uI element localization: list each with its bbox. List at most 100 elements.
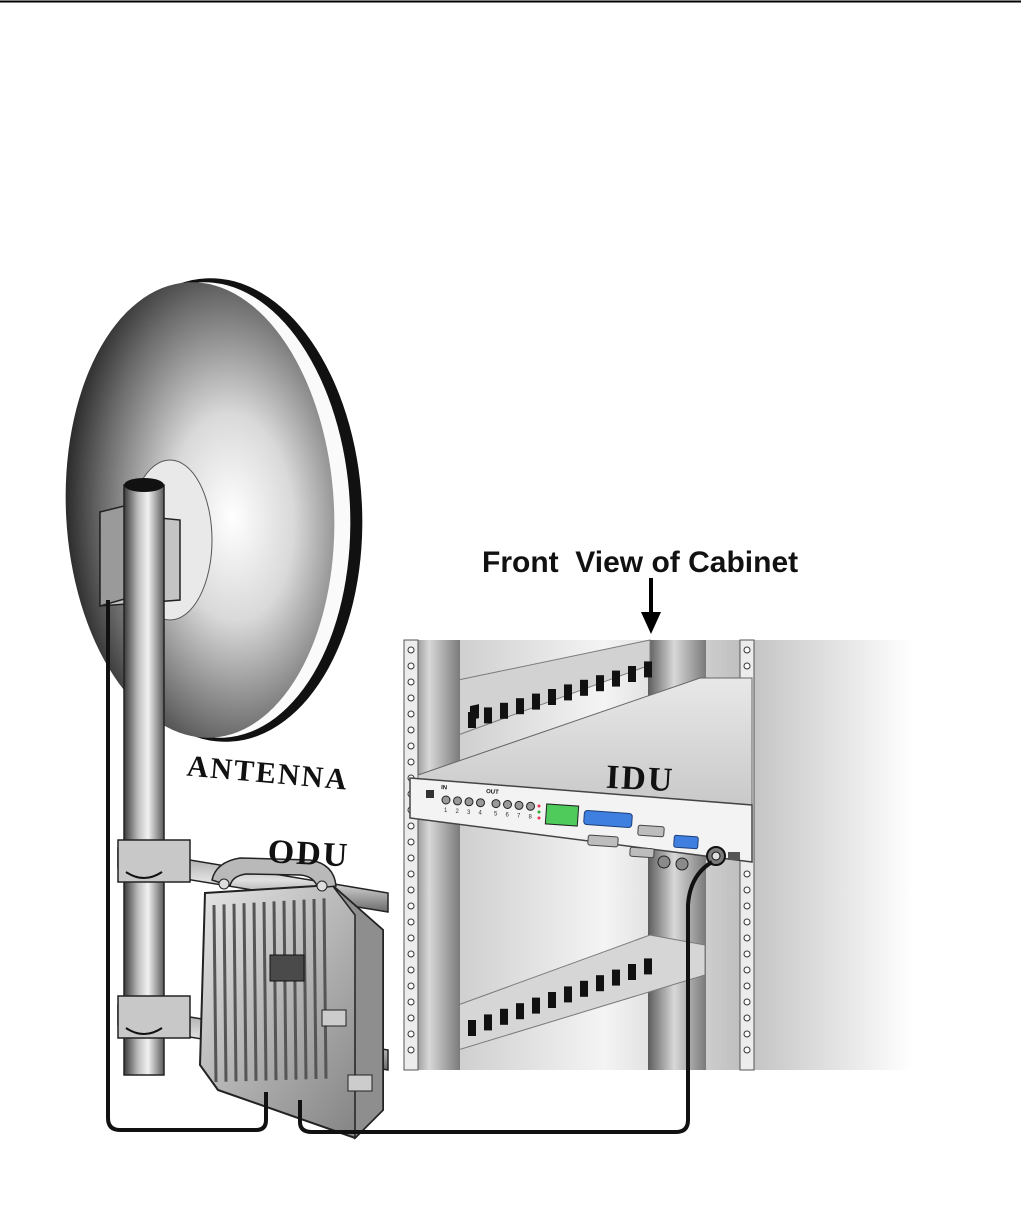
- rack-hole: [407, 934, 415, 942]
- rail-slot: [500, 1008, 508, 1025]
- rack-hole: [743, 902, 751, 910]
- rack-hole: [743, 1030, 751, 1038]
- odu-fin: [232, 903, 238, 1082]
- antenna-label: ANTENNA: [185, 750, 350, 797]
- rack-hole: [407, 678, 415, 686]
- odu-handle-screw-left: [218, 878, 230, 890]
- rail-slot: [612, 670, 620, 687]
- idu-power-switch: [728, 852, 740, 860]
- odu-fin: [292, 900, 298, 1080]
- rack-hole: [407, 886, 415, 894]
- rack-hole: [407, 870, 415, 878]
- rack-hole: [407, 982, 415, 990]
- rail-slot: [612, 969, 620, 986]
- bnc-port-number: 3: [467, 810, 471, 816]
- bnc-port-number: 4: [479, 811, 483, 817]
- rack-hole: [743, 934, 751, 942]
- bnc-connector: [526, 801, 535, 811]
- rack-hole: [407, 902, 415, 910]
- rail-slot: [532, 997, 540, 1014]
- clamp-band-upper: [125, 871, 163, 879]
- odu-fin: [222, 904, 228, 1082]
- rail-slot: [516, 1003, 524, 1020]
- bnc-connector: [514, 800, 524, 810]
- bnc-connector: [476, 798, 485, 808]
- idu-knob-1: [657, 855, 671, 869]
- odu-fin: [322, 898, 328, 1079]
- bnc-port-number: 7: [517, 813, 521, 819]
- left-post-holes: [407, 646, 415, 1054]
- rail-slot: [548, 689, 556, 705]
- idu-led-column: [537, 804, 541, 820]
- pole-top: [124, 478, 164, 492]
- rack-hole: [407, 838, 415, 846]
- rack-hole: [743, 1014, 751, 1022]
- odu-fin: [282, 900, 288, 1080]
- odu-label: ODU: [267, 833, 350, 874]
- rack-hole: [407, 822, 415, 830]
- bnc-connector: [503, 800, 512, 809]
- rack-hole: [407, 918, 415, 926]
- bnc-port-number: 5: [494, 812, 498, 818]
- rail-slot: [484, 1014, 492, 1031]
- rail-slot: [580, 980, 588, 997]
- rack-hole: [743, 950, 751, 958]
- cabinet-title: Front View of Cabinet: [482, 546, 798, 579]
- cabinet-arrow-head: [641, 612, 661, 634]
- idu-db9-upper: [637, 824, 665, 838]
- rack-hole: [743, 1046, 751, 1054]
- idu-label: IDU: [605, 759, 675, 800]
- odu-label-plate: [269, 954, 305, 982]
- rack-hole: [407, 1014, 415, 1022]
- rail-slot: [644, 958, 652, 975]
- rack-hole: [407, 694, 415, 702]
- mounting-pole: [123, 478, 165, 1076]
- idu-in-label: IN: [441, 785, 447, 791]
- odu-fin: [252, 902, 258, 1081]
- upper-rail-slot-row: [468, 661, 652, 728]
- pole-body: [123, 484, 165, 1076]
- rack-hole: [407, 854, 415, 862]
- rail-slot: [644, 661, 652, 678]
- rack-hole: [743, 646, 751, 654]
- bnc-connector: [491, 799, 501, 809]
- idu-front-panel: [409, 777, 753, 863]
- rack-hole: [743, 918, 751, 926]
- bnc-connector: [441, 795, 451, 805]
- cabinet-side-wall: [752, 640, 912, 1070]
- rack-hole: [407, 758, 415, 766]
- rail-slot: [468, 712, 476, 728]
- rack-hole: [407, 1046, 415, 1054]
- rack-hole: [407, 710, 415, 718]
- odu-fin: [212, 904, 218, 1083]
- idu-db9-blue: [673, 834, 699, 850]
- rail-slot: [516, 698, 524, 715]
- cables: [106, 600, 714, 1134]
- rack-hole: [407, 966, 415, 974]
- rack-hole: [407, 1030, 415, 1038]
- bnc-connector: [453, 796, 462, 806]
- rack-hole: [407, 998, 415, 1006]
- rack-hole: [743, 870, 751, 878]
- bnc-port-number: 1: [444, 808, 448, 814]
- rail-slot: [628, 964, 636, 980]
- idu-rj45-port: [426, 790, 434, 798]
- rail-slot: [548, 992, 556, 1008]
- idu-lcd-display: [544, 803, 580, 827]
- bnc-port-number: 8: [529, 814, 533, 820]
- odu-cooling-fins: [212, 898, 328, 1083]
- rail-slot: [596, 975, 604, 992]
- odu-fin: [262, 901, 268, 1081]
- bnc-connector: [464, 797, 474, 807]
- rack-hole: [407, 726, 415, 734]
- rack-hole: [407, 742, 415, 750]
- rack-hole: [743, 998, 751, 1006]
- rack-hole: [743, 662, 751, 670]
- cable-antenna-to-odu: [106, 600, 268, 1132]
- bnc-port-number: 2: [456, 809, 460, 815]
- rail-slot: [564, 986, 572, 1003]
- idu-if-connector-core: [711, 851, 721, 861]
